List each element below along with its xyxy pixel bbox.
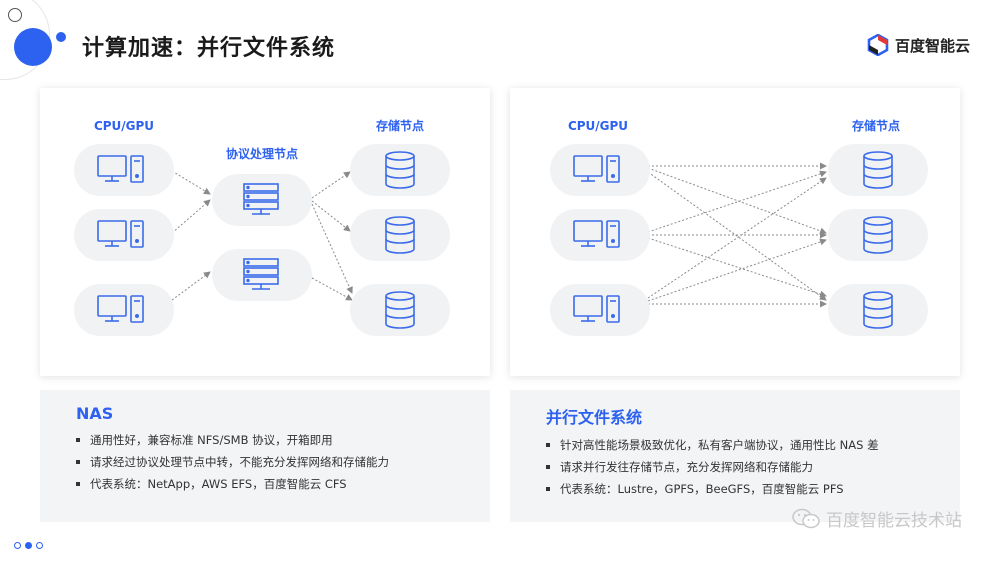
decorative-circle (8, 8, 22, 22)
client-node (74, 284, 174, 336)
client-node (74, 144, 174, 196)
computer-icon (97, 220, 144, 248)
computer-icon (573, 155, 620, 183)
computer-icon (573, 295, 620, 323)
pfs-arrows (647, 162, 827, 308)
client-node (74, 209, 174, 261)
computer-icon (573, 220, 620, 248)
client-column-label: CPU/GPU (94, 119, 154, 133)
pager-dot (36, 542, 43, 549)
storage-node (350, 209, 450, 261)
proxy-node (212, 174, 312, 226)
database-icon (863, 151, 893, 189)
pager-dot (14, 542, 21, 549)
client-node (550, 144, 650, 196)
storage-node (828, 144, 928, 196)
client-node (550, 209, 650, 261)
pager-dot-active (25, 542, 32, 549)
storage-column-label: 存储节点 (851, 118, 900, 133)
computer-icon (97, 295, 144, 323)
page-title: 计算加速：并行文件系统 (82, 36, 336, 61)
computer-icon (97, 155, 144, 183)
pfs-diagram: CPU/GPU 存储节点 (550, 118, 928, 336)
client-column-label: CPU/GPU (568, 119, 628, 133)
proxy-column-label: 协议处理节点 (226, 146, 298, 161)
database-icon (863, 291, 893, 329)
storage-node (828, 209, 928, 261)
database-icon (863, 216, 893, 254)
list-item: 针对高性能场景极致优化，私有客户端协议，通用性比 NAS 差 (546, 434, 924, 456)
list-item: 代表系统：NetApp，AWS EFS，百度智能云 CFS (76, 473, 454, 495)
wechat-icon (792, 508, 820, 528)
nas-diagram-panel: CPU/GPU 协议处理节点 存储节点 (40, 88, 490, 376)
logo-text: 百度智能云 (894, 36, 970, 55)
watermark-text: 百度智能云技术站 (826, 511, 962, 531)
storage-node (350, 144, 450, 196)
cloud-logo-icon (867, 34, 889, 56)
list-item: 请求经过协议处理节点中转，不能充分发挥网络和存储能力 (76, 451, 454, 473)
pfs-diagram-panel: CPU/GPU 存储节点 (510, 88, 960, 376)
nas-diagram: CPU/GPU 协议处理节点 存储节点 (74, 118, 450, 336)
decorative-dot-small (56, 32, 66, 42)
nas-description: NAS 通用性好，兼容标准 NFS/SMB 协议，开箱即用 请求经过协议处理节点… (40, 390, 490, 522)
storage-node (828, 284, 928, 336)
list-item: 通用性好，兼容标准 NFS/SMB 协议，开箱即用 (76, 429, 454, 451)
pfs-title: 并行文件系统 (546, 408, 643, 427)
list-item: 请求并行发往存储节点，充分发挥网络和存储能力 (546, 456, 924, 478)
nas-title: NAS (76, 404, 114, 423)
slide-pager (14, 542, 43, 549)
pfs-description: 并行文件系统 针对高性能场景极致优化，私有客户端协议，通用性比 NAS 差 请求… (510, 390, 960, 522)
database-icon (385, 216, 415, 254)
decorative-dot-large (14, 28, 52, 66)
list-item: 代表系统：Lustre，GPFS，BeeGFS，百度智能云 PFS (546, 478, 924, 500)
database-icon (385, 291, 415, 329)
storage-column-label: 存储节点 (375, 118, 424, 133)
pfs-bullet-list: 针对高性能场景极致优化，私有客户端协议，通用性比 NAS 差 请求并行发往存储节… (546, 434, 924, 500)
watermark: 百度智能云技术站 (792, 506, 962, 531)
storage-node (350, 284, 450, 336)
client-node (550, 284, 650, 336)
database-icon (385, 151, 415, 189)
server-icon (243, 183, 279, 215)
nas-bullet-list: 通用性好，兼容标准 NFS/SMB 协议，开箱即用 请求经过协议处理节点中转，不… (76, 429, 454, 495)
nas-arrows (171, 170, 353, 301)
proxy-node (212, 249, 312, 301)
brand-logo: 百度智能云 (867, 34, 970, 56)
server-icon (243, 258, 279, 290)
